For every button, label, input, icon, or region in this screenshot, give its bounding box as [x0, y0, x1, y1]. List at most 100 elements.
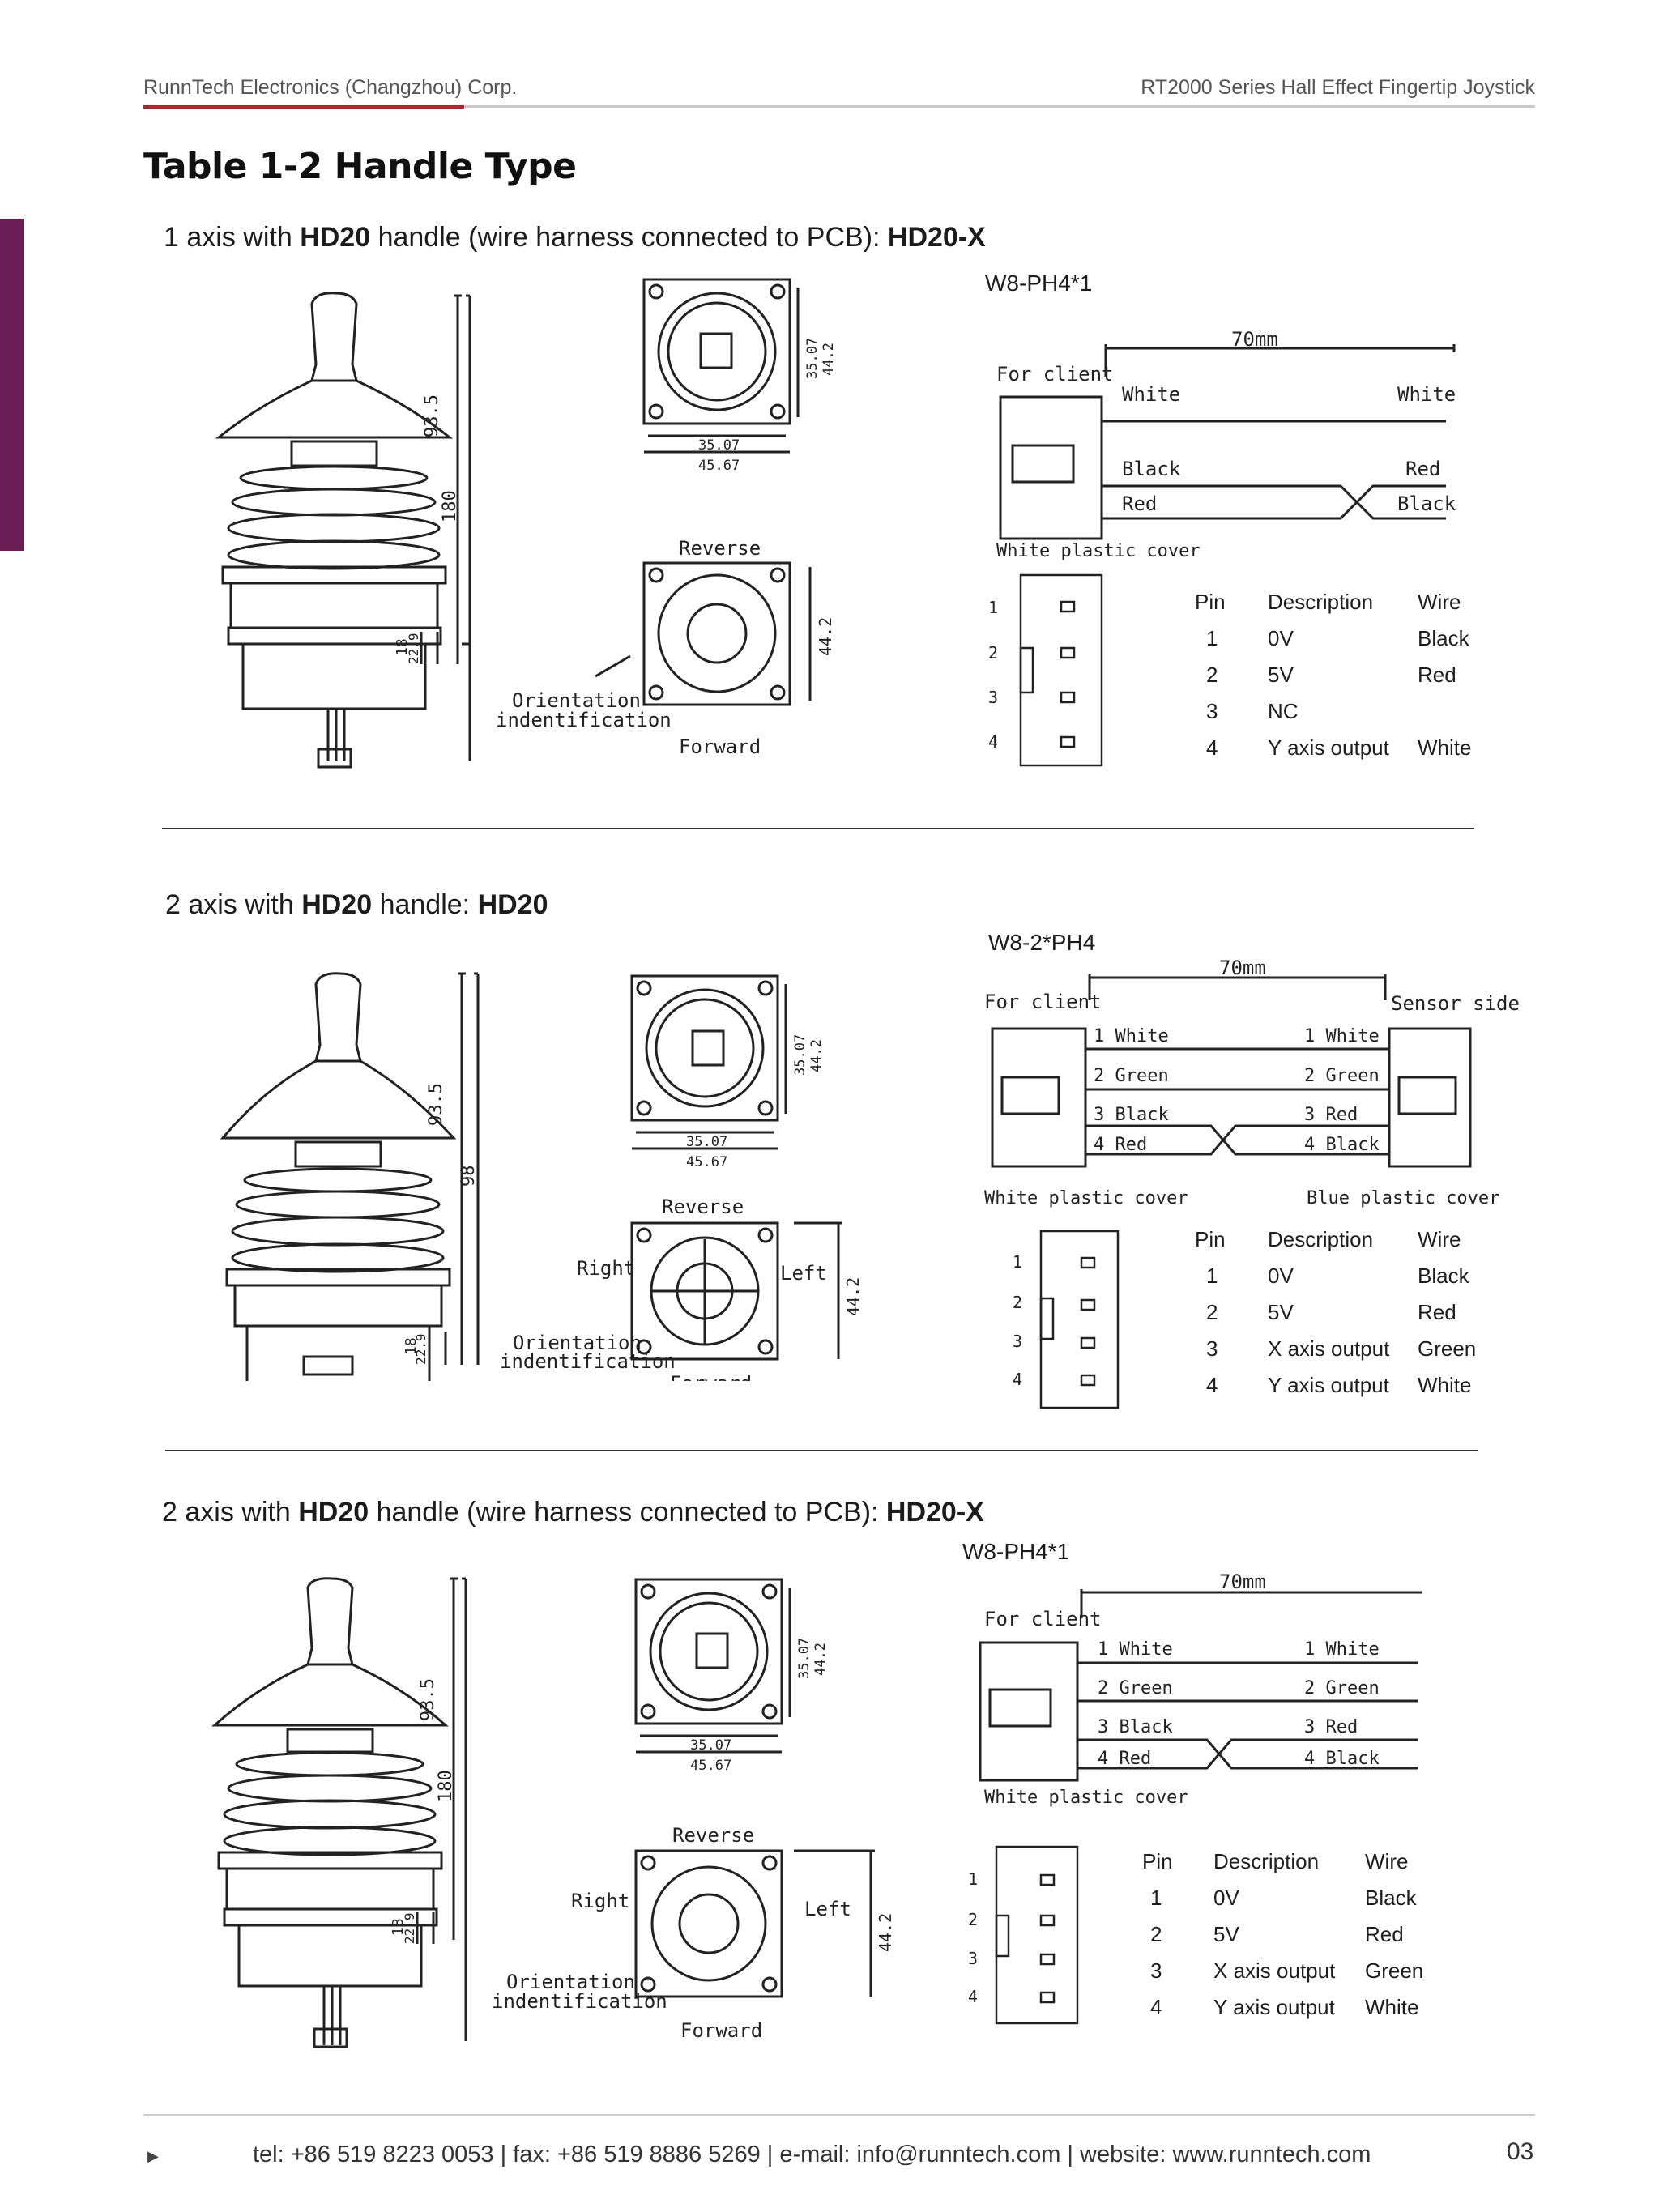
- svg-text:indentification: indentification: [500, 1350, 676, 1373]
- svg-text:44.2: 44.2: [876, 1913, 895, 1952]
- play-arrow-icon: ▶: [147, 2148, 159, 2165]
- svg-text:3: 3: [988, 688, 998, 707]
- cover-label: White plastic cover: [996, 541, 1201, 561]
- footer-contact: tel: +86 519 8223 0053 | fax: +86 519 88…: [253, 2142, 1371, 2167]
- svg-text:22.9: 22.9: [402, 1912, 417, 1944]
- svg-text:Black: Black: [1122, 458, 1181, 480]
- page-title: Table 1-2 Handle Type: [143, 146, 577, 187]
- dim-height-2: 180: [440, 490, 460, 522]
- dim-height-1: 93.5: [422, 394, 442, 437]
- section-divider: [162, 828, 1474, 829]
- svg-text:44.2: 44.2: [816, 617, 835, 656]
- wiring-diagram: 70mm For client White White Black Red Re…: [996, 328, 1456, 561]
- svg-text:18: 18: [403, 1337, 420, 1355]
- svg-text:35.07: 35.07: [804, 338, 821, 379]
- left-label: Left: [780, 1262, 827, 1285]
- svg-text:1: 1: [1013, 1252, 1022, 1272]
- header-product: RT2000 Series Hall Effect Fingertip Joys…: [1141, 76, 1535, 99]
- svg-text:Red: Red: [1122, 492, 1157, 515]
- svg-text:Forward: Forward: [670, 1372, 752, 1381]
- svg-text:44.2: 44.2: [821, 343, 837, 376]
- svg-text:35.07: 35.07: [698, 437, 740, 454]
- svg-text:35.07: 35.07: [796, 1638, 812, 1679]
- pin-connector: 1 2 3 4: [968, 1845, 1079, 2025]
- svg-text:35.07: 35.07: [792, 1034, 808, 1076]
- svg-text:White: White: [1397, 383, 1456, 406]
- svg-text:indentification: indentification: [492, 1990, 667, 2013]
- header-divider: [143, 105, 1535, 108]
- svg-text:White plastic cover: White plastic cover: [984, 1788, 1188, 1808]
- svg-text:70mm: 70mm: [1219, 1571, 1266, 1593]
- svg-text:2: 2: [1013, 1293, 1022, 1312]
- svg-text:45.67: 45.67: [686, 1154, 727, 1170]
- svg-text:3 Black: 3 Black: [1098, 1717, 1173, 1737]
- svg-text:For client: For client: [984, 991, 1102, 1013]
- svg-text:4 Black: 4 Black: [1304, 1749, 1380, 1769]
- svg-text:2: 2: [988, 643, 998, 663]
- svg-text:Black: Black: [1397, 492, 1456, 515]
- svg-text:1: 1: [968, 1869, 978, 1889]
- joystick-drawing: 93.5 180 18 22.9 35.07 45.67 35.07 44.2 …: [211, 1577, 895, 2048]
- svg-text:4: 4: [1013, 1370, 1022, 1389]
- svg-text:45.67: 45.67: [698, 458, 740, 474]
- pin-connector: 1 2 3 4: [1013, 1230, 1120, 1409]
- svg-text:Reverse: Reverse: [662, 1196, 744, 1218]
- svg-text:1: 1: [988, 598, 998, 617]
- svg-text:180: 180: [436, 1770, 456, 1802]
- side-accent-bar: [0, 219, 24, 551]
- svg-text:4: 4: [988, 732, 998, 752]
- dim-base-2: 22.9: [406, 633, 421, 664]
- svg-text:3: 3: [968, 1949, 978, 1968]
- right-label: Right: [577, 1257, 635, 1280]
- svg-text:1 White: 1 White: [1098, 1639, 1173, 1660]
- svg-text:White plastic cover: White plastic cover: [984, 1188, 1188, 1208]
- wiring-diagram: 70mm For client 1 White 1 White 2 Green …: [979, 1571, 1422, 1808]
- svg-text:4 Red: 4 Red: [1098, 1749, 1151, 1769]
- svg-text:4: 4: [968, 1987, 978, 2006]
- pin-connector: 1 2 3 4: [988, 573, 1103, 767]
- reverse-label: Reverse: [679, 537, 761, 560]
- svg-text:Right: Right: [571, 1890, 629, 1912]
- svg-text:44.2: 44.2: [812, 1643, 829, 1676]
- footer-divider: [143, 2114, 1535, 2116]
- svg-text:4 Red: 4 Red: [1094, 1135, 1147, 1155]
- section-heading: 2 axis with HD20 handle: HD20: [165, 889, 548, 920]
- svg-text:35.07: 35.07: [690, 1737, 731, 1754]
- svg-text:98: 98: [458, 1166, 479, 1187]
- header-accent-bar: [143, 105, 464, 109]
- svg-text:93.5: 93.5: [426, 1083, 446, 1126]
- svg-text:Forward: Forward: [680, 2019, 762, 2042]
- svg-text:35.07: 35.07: [686, 1134, 727, 1150]
- svg-text:White: White: [1122, 383, 1180, 406]
- svg-text:Orientation: Orientation: [506, 1971, 635, 1993]
- orientation-label: Orientation: [512, 689, 641, 712]
- svg-text:3 Red: 3 Red: [1304, 1717, 1358, 1737]
- svg-text:3: 3: [1013, 1332, 1022, 1351]
- connector-label: W8-2*PH4: [988, 930, 1096, 955]
- svg-text:2 Green: 2 Green: [1094, 1066, 1169, 1086]
- svg-text:2 Green: 2 Green: [1304, 1678, 1380, 1698]
- dim-base-1: 18: [394, 638, 411, 656]
- blue-cover-label: Blue plastic cover: [1307, 1188, 1499, 1208]
- svg-text:indentification: indentification: [496, 709, 672, 731]
- joystick-drawing: 93.5 180 18 22.9 35.07 45.67 35.07 44.2 …: [215, 278, 837, 769]
- svg-text:93.5: 93.5: [418, 1678, 438, 1721]
- svg-text:3 Red: 3 Red: [1304, 1105, 1358, 1125]
- header-company: RunnTech Electronics (Changzhou) Corp.: [143, 76, 518, 99]
- svg-text:2: 2: [968, 1910, 978, 1929]
- svg-text:Red: Red: [1405, 458, 1440, 480]
- wiring-diagram: 70mm For client Sensor side 1 White 1 Wh…: [984, 957, 1519, 1208]
- svg-text:4 Black: 4 Black: [1304, 1135, 1380, 1155]
- section-heading: 2 axis with HD20 handle (wire harness co…: [162, 1497, 984, 1528]
- client-label: For client: [996, 363, 1114, 386]
- svg-text:22.9: 22.9: [413, 1333, 429, 1365]
- svg-text:For client: For client: [984, 1608, 1102, 1630]
- section-divider: [165, 1450, 1478, 1451]
- page-number: 03: [1507, 2138, 1534, 2165]
- connector-label: W8-PH4*1: [985, 271, 1093, 296]
- svg-text:44.2: 44.2: [808, 1039, 825, 1072]
- joystick-drawing: 93.5 98 18 22.9 35.07 45.67 35.07 44.2 R…: [220, 972, 863, 1381]
